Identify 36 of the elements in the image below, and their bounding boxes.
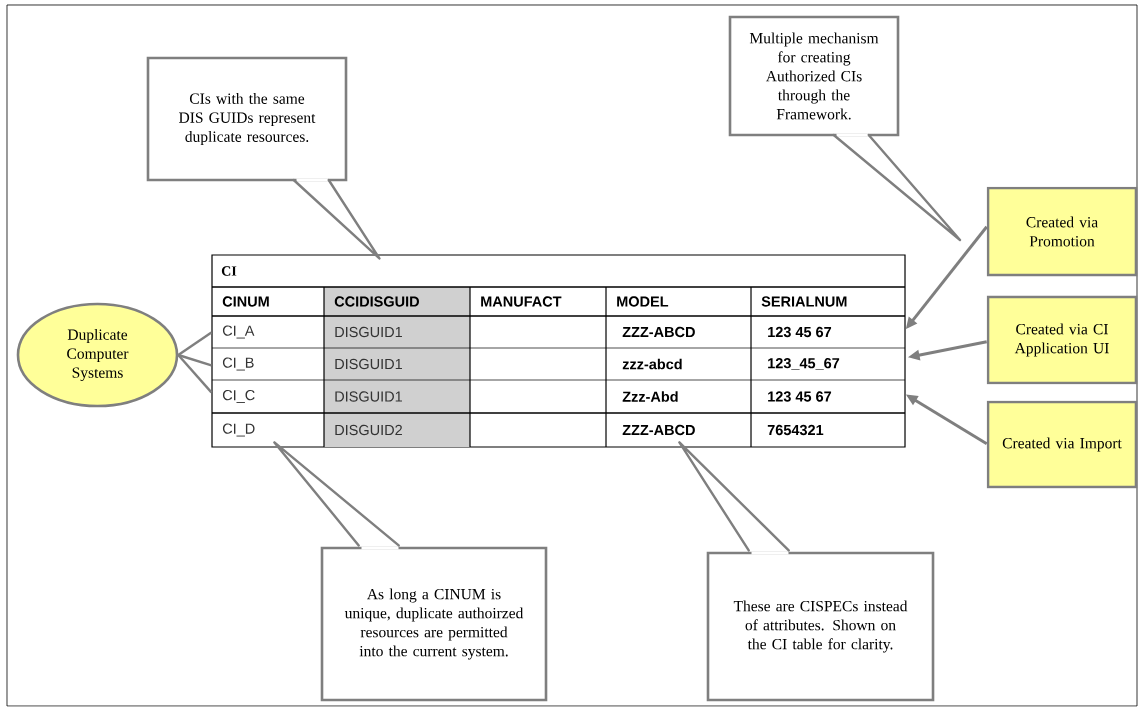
table-cell: Zzz-Abd: [622, 391, 678, 402]
table-cell: CI_D: [222, 423, 255, 437]
table-cell: CI_B: [222, 357, 254, 371]
table-cell: ZZZ-ABCD: [622, 424, 695, 436]
callout-pointer: [832, 133, 962, 242]
table-cell: zzz-abcd: [622, 358, 682, 370]
table-cell: MODEL: [617, 296, 669, 307]
note-box: Created via Promotion: [986, 186, 1138, 277]
table-cell: SERIALNUM: [761, 296, 847, 307]
connector-line: [177, 353, 212, 367]
callout-box: Multiple mechanism for creating Authorized CIs through the Framework.: [728, 15, 900, 137]
table-cell: CI_C: [222, 390, 255, 403]
table-cell: ZZZ-ABCD: [622, 326, 695, 338]
callout-box: CIs with the same DIS GUIDs represent duplicate resources.: [146, 56, 348, 182]
callout-box: These are CISPECs instead of attributes. Shown on the CI table for clarity.: [706, 551, 935, 702]
table-cell: CINUM: [222, 296, 269, 307]
table-cell: CCIDISGUID: [334, 296, 419, 307]
callout-box: As long a CINUM is unique, duplicate authoirzed resources are permitted into the current system.: [320, 546, 548, 702]
table-cell: CI_A: [222, 325, 255, 339]
note-box: Created via Import: [986, 400, 1138, 489]
table-cell: 123_45_67: [768, 358, 840, 370]
table-cell: DISGUID1: [335, 391, 402, 402]
callout-pointer: [678, 441, 790, 552]
table-cell: DISGUID1: [335, 326, 402, 338]
ellipse-node: Duplicate Computer Systems: [16, 302, 179, 408]
table-cell: MANUFACT: [481, 296, 562, 307]
table-cell: 123 45 67: [768, 391, 832, 402]
callout-pointer: [273, 441, 400, 547]
connector-line: [177, 331, 213, 356]
table-cell: 7654321: [767, 424, 824, 436]
callout-pointer: [292, 178, 381, 260]
table-cell: DISGUID1: [335, 358, 402, 370]
table-cell: DISGUID2: [335, 424, 402, 436]
connector-line: [177, 354, 213, 394]
table-cell: 123 45 67: [768, 326, 832, 338]
note-box: Created via CI Application UI: [986, 295, 1138, 385]
